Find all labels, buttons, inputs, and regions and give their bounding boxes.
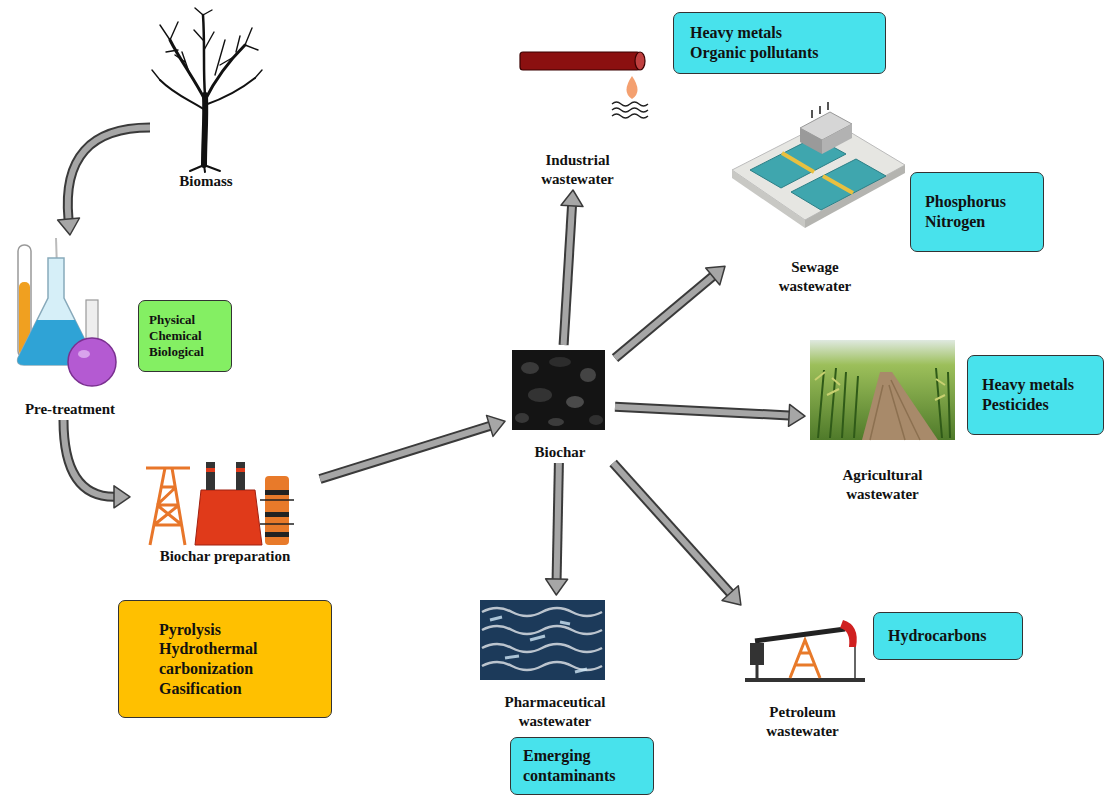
arrow-outline (68, 128, 150, 220)
arrow-head (706, 266, 725, 285)
arrow-shaft (320, 426, 490, 479)
wastewater-node: Agricultural wastewater (805, 335, 960, 505)
arrow-head (58, 218, 80, 235)
arrow-shaft (64, 420, 115, 497)
node-label: Biochar (535, 443, 586, 461)
arrow-outline (564, 206, 572, 345)
box-text: Physical Chemical Biological (149, 312, 221, 360)
connector-arrow (615, 404, 805, 426)
preparation-node: Biochar preparation (130, 450, 320, 567)
node-label: Pharmaceutical wastewater (485, 693, 625, 730)
node-label: Industrial wastewater (523, 151, 633, 188)
glassware-icon (18, 238, 116, 386)
pollutant-box: Heavy metals Organic pollutants (673, 12, 886, 74)
pollutant-box: Emerging contaminants (510, 737, 654, 795)
connector-arrow (613, 463, 741, 605)
pollutant-box: Hydrocarbons (873, 612, 1023, 660)
node-label: Biochar preparation (160, 547, 291, 565)
connector-arrow (320, 415, 505, 479)
arrow-outline (615, 276, 713, 358)
treatment-plant-icon (732, 102, 905, 228)
pumpjack-icon (745, 620, 865, 682)
wastewater-node: Pharmaceutical wastewater (470, 595, 640, 732)
water-photo (480, 600, 605, 680)
node-label: Biomass (179, 172, 232, 190)
tree-icon (152, 8, 262, 172)
biochar-node: Biochar (505, 345, 615, 463)
arrow-shaft (68, 128, 150, 220)
arrow-shaft (615, 276, 713, 358)
arrow-outline (613, 463, 730, 593)
box-text: Hydrocarbons (888, 626, 986, 646)
arrow-outline (320, 426, 490, 479)
node-label: Agricultural wastewater (823, 466, 943, 503)
wastewater-node: Industrial wastewater (510, 40, 645, 190)
refinery-icon (146, 462, 294, 545)
arrow-shaft (613, 463, 730, 593)
process-box: Pyrolysis Hydrothermal carbonization Gas… (118, 600, 332, 718)
pretreatment-node: Pre-treatment (5, 235, 135, 420)
pipe-icon (520, 52, 648, 118)
arrow-head (546, 579, 568, 595)
box-text: Emerging contaminants (523, 746, 641, 785)
box-text: Heavy metals Pesticides (982, 375, 1089, 414)
arrow-outline (557, 463, 559, 579)
wastewater-node: Petroleum wastewater (740, 605, 865, 742)
wastewater-node: Sewage wastewater (725, 85, 905, 297)
pollutant-box: Heavy metals Pesticides (967, 355, 1104, 435)
biomass-node: Biomass (150, 8, 262, 192)
arrow-head (722, 586, 741, 605)
box-text: Heavy metals Organic pollutants (690, 23, 834, 62)
method-box: Physical Chemical Biological (138, 300, 232, 372)
biochar-photo (512, 350, 605, 430)
arrow-shaft (557, 463, 559, 579)
field-photo (810, 340, 955, 440)
arrow-outline (615, 407, 789, 416)
arrow-shaft (564, 206, 572, 345)
node-label: Pre-treatment (25, 400, 115, 418)
connector-arrow (546, 463, 568, 595)
node-label: Sewage wastewater (763, 258, 868, 295)
box-text: Phosphorus Nitrogen (925, 192, 1029, 231)
connector-arrow (58, 128, 150, 235)
connector-arrow (561, 190, 583, 345)
node-label: Petroleum wastewater (750, 703, 855, 740)
connector-arrow (615, 266, 725, 358)
arrow-shaft (615, 407, 789, 416)
arrow-head (561, 190, 583, 207)
arrow-head (487, 415, 506, 436)
connector-arrow (64, 420, 131, 508)
pollutant-box: Phosphorus Nitrogen (910, 172, 1044, 252)
arrow-outline (64, 420, 115, 497)
box-text: Pyrolysis Hydrothermal carbonization Gas… (159, 620, 321, 698)
arrow-head (789, 404, 806, 426)
arrow-head (114, 486, 130, 508)
